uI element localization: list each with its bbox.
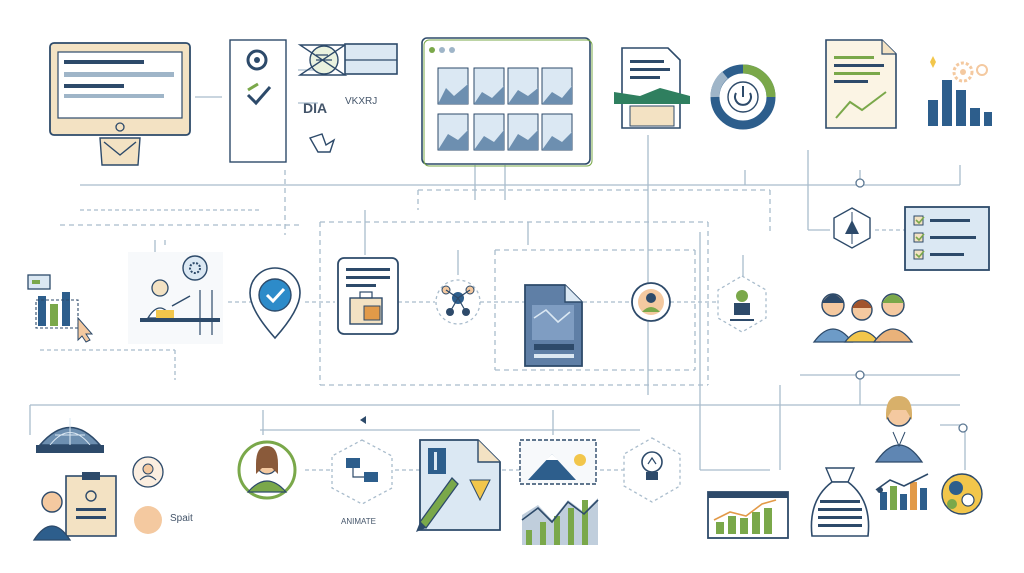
computer-monitor-icon [49, 42, 191, 166]
user-circle-icon [631, 282, 671, 322]
business-woman-icon [874, 396, 924, 463]
donut-power-icon [710, 64, 776, 130]
bottom-center-caption: ANIMATE [341, 517, 376, 526]
globe-dome-icon [36, 418, 104, 453]
network-gear-icon [435, 279, 481, 325]
report-document-icon [614, 47, 690, 129]
data-file-icon [524, 284, 583, 367]
coins-icon [941, 473, 983, 515]
pencil-document-icon [416, 439, 501, 532]
settings-panel-icon [229, 39, 287, 163]
small-avatar-icon [132, 456, 164, 534]
bottom-right-text: Spait [170, 513, 193, 524]
calendar-briefcase-icon [337, 257, 399, 335]
location-check-icon [249, 267, 301, 340]
bar-display-icon [707, 491, 789, 539]
growth-chart-icon [875, 473, 929, 510]
reviewer-clipboard-icon [32, 472, 117, 541]
mountain-chart-icon [519, 439, 599, 545]
dashboard-window-icon [421, 37, 593, 167]
flow-process-icon [331, 416, 393, 505]
top-small-text: VKXRJ [345, 96, 377, 107]
lightbulb-hexagon-icon [623, 437, 681, 503]
woman-portrait-icon [237, 440, 297, 500]
analytics-report-icon [825, 39, 897, 129]
robot-hexagon-icon [717, 275, 767, 333]
scientist-workstation-icon [128, 252, 223, 344]
team-people-icon [812, 293, 914, 343]
flow-process-top-icon [297, 43, 398, 153]
target-node-icon [833, 207, 871, 249]
chart-cursor-icon [27, 274, 94, 343]
checklist-board-icon [904, 206, 990, 271]
bar-chart-sparkle-icon [928, 56, 992, 126]
top-glyph-text: DIA [303, 100, 327, 116]
connector-lines [29, 69, 966, 471]
money-bag-icon [810, 467, 870, 537]
